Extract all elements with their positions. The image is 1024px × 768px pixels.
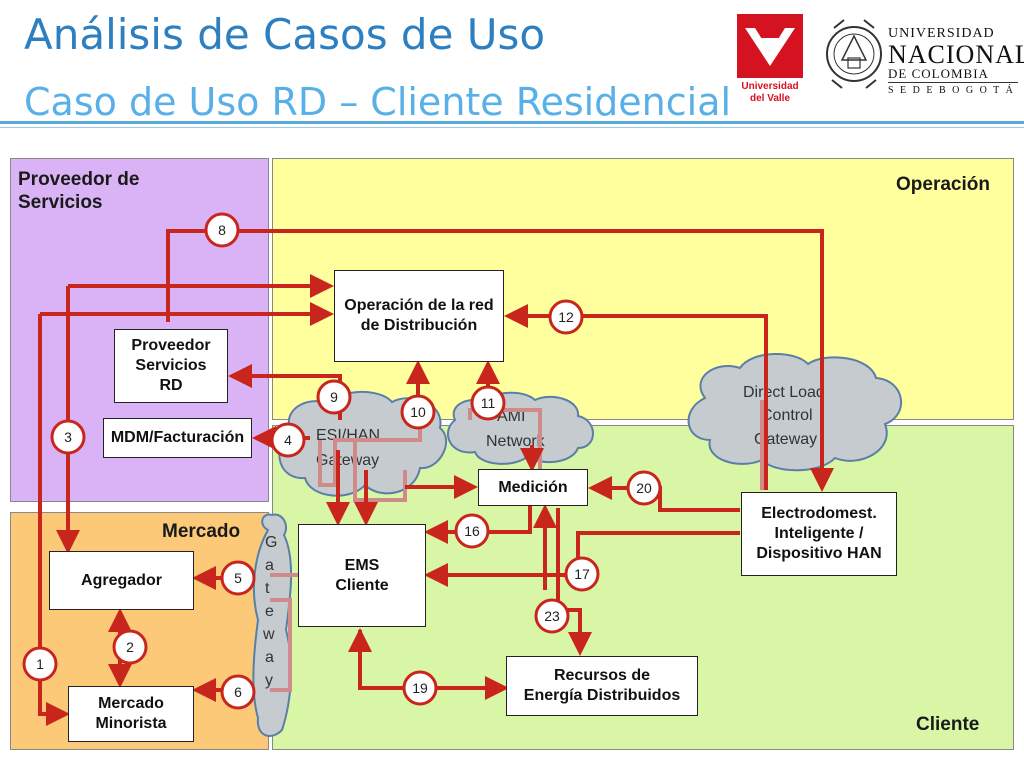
gateway-letter-3: t — [265, 580, 270, 597]
gateway-letter-6: a — [265, 649, 274, 666]
arrow-17 — [424, 531, 740, 587]
univalle-logo: Universidad del Valle — [737, 14, 803, 106]
flow-number-1: 1 — [22, 646, 58, 682]
cloud-ami: AMI Network — [446, 391, 594, 465]
arrow-8 — [166, 229, 834, 492]
box-operacion-red: Operación de la red de Distribución — [334, 270, 504, 362]
page-title: Análisis de Casos de Uso — [24, 10, 546, 59]
svg-text:23: 23 — [544, 608, 560, 624]
unal-line2: NACIONAL — [888, 40, 1024, 69]
flow-number-11: 11 — [470, 385, 506, 421]
svg-text:1: 1 — [36, 656, 44, 672]
box-mercado-minorista: Mercado Minorista — [68, 686, 194, 742]
flow-number-19: 19 — [402, 670, 438, 706]
arrow-12 — [504, 304, 768, 490]
cloud-gateway-vertical: G a t e w a y — [252, 513, 293, 737]
svg-text:16: 16 — [464, 523, 480, 539]
arrow-20 — [588, 476, 740, 512]
box-proveedor-rd: Proveedor Servicios RD — [114, 329, 228, 403]
unal-line3: DE COLOMBIA — [888, 66, 989, 81]
flow-number-3: 3 — [50, 419, 86, 455]
svg-text:2: 2 — [126, 639, 134, 655]
flow-number-4: 4 — [270, 422, 306, 458]
svg-text:4: 4 — [284, 432, 292, 448]
header-divider-thin — [0, 127, 1024, 128]
flow-numbers: 1 2 3 4 5 6 8 9 10 11 12 16 17 19 20 23 — [22, 212, 662, 710]
box-recursos-energia: Recursos de Energía Distribuidos — [506, 656, 698, 716]
unal-rule — [888, 82, 1018, 83]
flow-number-12: 12 — [548, 299, 584, 335]
region-label-operacion: Operación — [896, 174, 990, 195]
flow-number-16: 16 — [454, 513, 490, 549]
arrow-1 — [38, 314, 70, 726]
cloud-dlc: Direct Load Control Gateway — [687, 353, 902, 472]
flow-number-23: 23 — [534, 598, 570, 634]
svg-text:8: 8 — [218, 222, 226, 238]
cloud-dlc-line3: Gateway — [754, 431, 817, 448]
svg-text:6: 6 — [234, 684, 242, 700]
region-label-mercado: Mercado — [162, 521, 241, 542]
gateway-letter-5: w — [262, 626, 275, 643]
header-divider — [0, 121, 1024, 124]
gateway-letter-7: y — [265, 672, 273, 689]
cloud-ami-line1: AMI — [497, 408, 525, 425]
arrow-3 — [68, 284, 90, 550]
gateway-letter-2: a — [265, 557, 274, 574]
svg-text:12: 12 — [558, 309, 574, 325]
svg-text:3: 3 — [64, 429, 72, 445]
cloud-dlc-line1: Direct Load — [743, 384, 825, 401]
box-agregador: Agregador — [49, 551, 194, 610]
svg-text:17: 17 — [574, 566, 590, 582]
unal-line1: UNIVERSIDAD — [888, 26, 995, 41]
arrow-23-down — [556, 508, 592, 656]
flow-number-8: 8 — [204, 212, 240, 248]
region-label-proveedor: Proveedor de Servicios — [18, 169, 140, 213]
univalle-line1: Universidad — [741, 81, 798, 92]
flow-number-10: 10 — [400, 394, 436, 430]
flow-number-6: 6 — [220, 674, 256, 710]
svg-text:19: 19 — [412, 680, 428, 696]
svg-text:9: 9 — [330, 389, 338, 405]
unal-seal — [826, 19, 882, 89]
flow-number-2: 2 — [112, 629, 148, 665]
cloud-esi-han-line2: Gateway — [316, 452, 379, 469]
box-mdm-facturacion: MDM/Facturación — [103, 418, 252, 458]
cloud-ami-line2: Network — [486, 433, 546, 450]
svg-text:11: 11 — [481, 395, 496, 411]
flow-number-9: 9 — [316, 379, 352, 415]
flow-arrows — [38, 229, 834, 726]
cloud-dlc-line2: Control — [761, 407, 813, 424]
region-label-cliente: Cliente — [916, 714, 980, 735]
svg-text:5: 5 — [234, 570, 242, 586]
unal-line4: S E D E B O G O T Á — [888, 85, 1015, 96]
svg-text:20: 20 — [636, 480, 652, 496]
box-electrodomest: Electrodomest. Inteligente / Dispositivo… — [741, 492, 897, 576]
univalle-line2: del Valle — [750, 93, 790, 104]
box-medicion: Medición — [478, 469, 588, 506]
gateway-inner-lines — [270, 400, 764, 692]
page-subtitle: Caso de Uso RD – Cliente Residencial — [24, 80, 732, 124]
gateway-letter-1: G — [265, 534, 277, 551]
svg-text:10: 10 — [410, 404, 426, 420]
gateway-letter-4: e — [265, 603, 274, 620]
flow-number-20: 20 — [626, 470, 662, 506]
flow-number-5: 5 — [220, 560, 256, 596]
box-ems-cliente: EMS Cliente — [298, 524, 426, 627]
flow-number-17: 17 — [564, 556, 600, 592]
